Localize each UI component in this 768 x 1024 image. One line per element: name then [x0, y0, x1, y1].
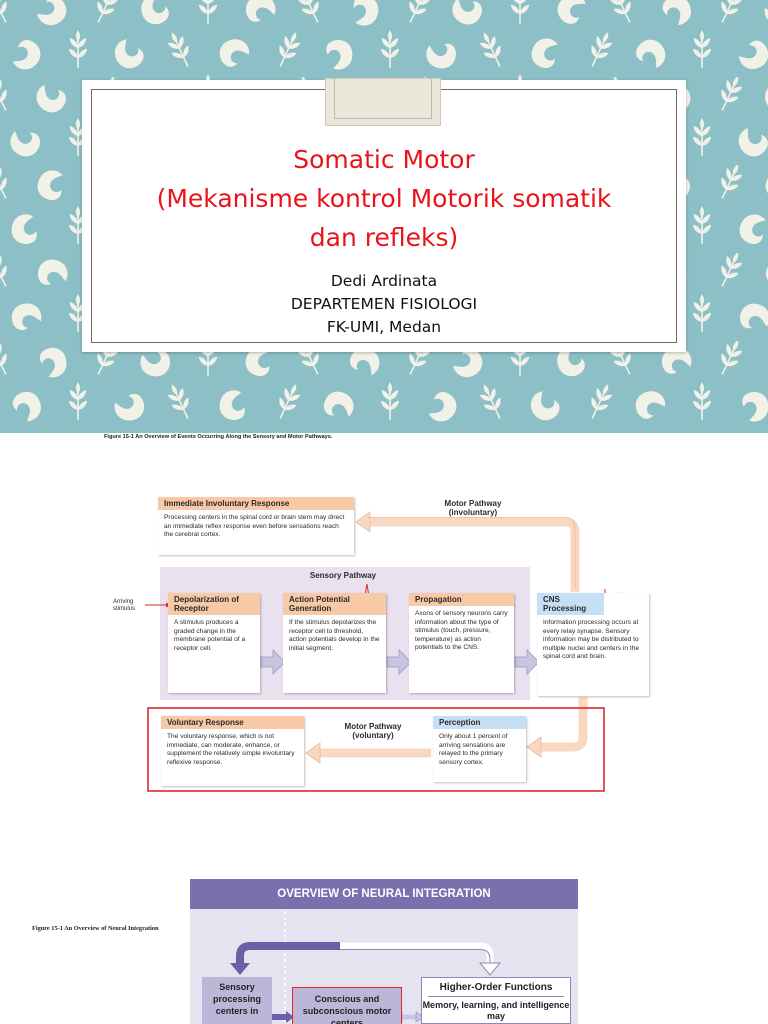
figure-caption: Figure 15-1 An Overview of Events Occurr…	[104, 434, 332, 440]
higher-order-title: Higher-Order Functions	[428, 978, 564, 997]
title-card: Somatic Motor (Mekanisme kontrol Motorik…	[82, 80, 686, 352]
title-line-2: (Mekanisme kontrol Motorik somatik	[82, 179, 686, 218]
immediate-response-text: Processing centers in the spinal cord or…	[158, 510, 354, 544]
voluntary-response-box: Voluntary Response The voluntary respons…	[161, 716, 304, 786]
higher-order-text: Memory, learning, and intelligence may	[422, 997, 570, 1022]
decorative-tab	[325, 78, 441, 126]
department-name: DEPARTEMEN FISIOLOGI	[82, 293, 686, 316]
motor-pathway-involuntary-label: Motor Pathway (involuntary)	[423, 499, 523, 517]
propagation-title: Propagation	[409, 593, 514, 606]
author-name: Dedi Ardinata	[82, 270, 686, 293]
arriving-stimulus-label: Arriving stimulus	[113, 599, 147, 613]
immediate-response-title: Immediate Involuntary Response	[158, 497, 354, 510]
propagation-box: Propagation Axons of sensory neurons car…	[409, 593, 514, 693]
title-line-3: dan refleks)	[82, 218, 686, 257]
cns-processing-title: CNS Processing	[537, 593, 604, 615]
cns-processing-box: CNS Processing Information processing oc…	[537, 593, 649, 696]
motor-pathway-voluntary-label: Motor Pathway (voluntary)	[328, 722, 418, 740]
sensory-processing-box: Sensory processing centers in	[202, 977, 272, 1024]
voluntary-response-text: The voluntary response, which is not imm…	[161, 729, 304, 771]
voluntary-response-title: Voluntary Response	[161, 716, 304, 729]
depolarization-box: Depolarization of Receptor A stimulus pr…	[168, 593, 260, 693]
conscious-motor-centers-box: Conscious and subconscious motor centers	[292, 987, 402, 1024]
author-block: Dedi Ardinata DEPARTEMEN FISIOLOGI FK-UM…	[82, 270, 686, 339]
feedback-arrow	[240, 946, 340, 965]
perception-title: Perception	[433, 716, 526, 729]
action-potential-text: If the stimulus depolarizes the receptor…	[283, 615, 386, 657]
institution-name: FK-UMI, Medan	[82, 316, 686, 339]
higher-order-functions-box: Higher-Order Functions Memory, learning,…	[421, 977, 571, 1024]
immediate-response-box: Immediate Involuntary Response Processin…	[158, 497, 354, 555]
perception-box: Perception Only about 1 percent of arriv…	[433, 716, 526, 782]
depolarization-title: Depolarization of Receptor	[168, 593, 260, 615]
action-potential-box: Action Potential Generation If the stimu…	[283, 593, 386, 693]
title-line-1: Somatic Motor	[82, 140, 686, 179]
propagation-text: Axons of sensory neurons carry informati…	[409, 606, 514, 657]
cns-processing-text: Information processing occurs at every r…	[537, 615, 649, 666]
figure-caption-2: Figure 15-1 An Overview of Neural Integr…	[32, 925, 159, 932]
cns-to-perception-arrow	[538, 697, 583, 747]
depolarization-text: A stimulus produces a graded change in t…	[168, 615, 260, 657]
perception-text: Only about 1 percent of arriving sensati…	[433, 729, 526, 771]
title-slide: Somatic Motor (Mekanisme kontrol Motorik…	[0, 0, 768, 433]
neural-integration-diagram: OVERVIEW OF NEURAL INTEGRATION Sensory p…	[190, 879, 578, 1024]
slide-title: Somatic Motor (Mekanisme kontrol Motorik…	[82, 140, 686, 257]
action-potential-title: Action Potential Generation	[283, 593, 386, 615]
sensory-pathway-label: Sensory Pathway	[293, 571, 393, 580]
sensory-motor-pathway-diagram: Immediate Involuntary Response Processin…	[113, 492, 658, 793]
